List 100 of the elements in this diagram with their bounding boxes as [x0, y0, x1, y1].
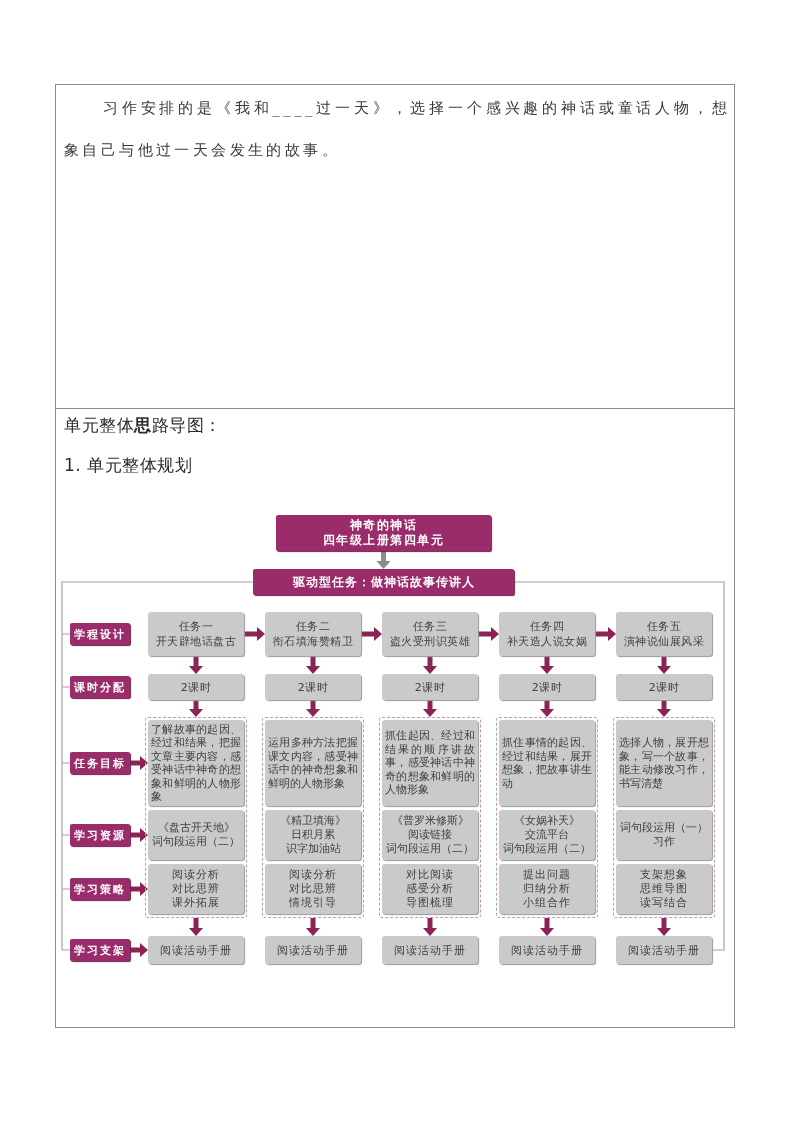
list-item: 归纳分析 [523, 882, 571, 896]
block-arrow [540, 700, 554, 717]
task-box [499, 612, 595, 656]
strategy-box [499, 864, 595, 914]
task-number: 任务二 [295, 619, 331, 634]
block-arrow [130, 882, 148, 896]
strategy-box [616, 864, 712, 914]
hours-box: 2课时 [499, 674, 595, 700]
list-item: 词句段运用（二） [503, 842, 591, 856]
resource-box [265, 810, 361, 860]
hours-box: 2课时 [616, 674, 712, 700]
task-name: 盗火受刑识英雄 [389, 634, 471, 649]
list-item: 《女娲补天》 [514, 814, 580, 828]
hours-box: 2课时 [148, 674, 244, 700]
task-name: 开天辟地话盘古 [155, 634, 237, 649]
dashed-frame [145, 717, 247, 918]
paragraph: 习作安排的是《我和____过一天》，选择一个感兴趣的神话或童话人物，想象自己与他过一天会发生的故事。 [64, 98, 730, 161]
list-item: 《盘古开天地》 [157, 821, 235, 835]
block-arrow [130, 943, 148, 957]
goal-box: 抓住起因、经过和结果的顺序讲故事，感受神话中神奇的想象和鲜明的人物形象 [382, 720, 478, 806]
row-label: 任务目标 [70, 752, 130, 774]
block-arrow [657, 656, 671, 674]
list-item: 《精卫填海》 [280, 814, 346, 828]
block-arrow [376, 551, 391, 569]
block-arrow [189, 700, 203, 717]
resource-box [148, 810, 244, 860]
list-item: 思维导图 [640, 882, 688, 896]
list-item: 情境引导 [289, 896, 337, 910]
list-item: 词句段运用（二） [152, 835, 240, 849]
block-arrow [244, 627, 265, 641]
task-box [382, 612, 478, 656]
task-box [265, 612, 361, 656]
list-item: 识字加油站 [285, 842, 341, 856]
list-item: 阅读分析 [289, 868, 337, 882]
scaffold-box: 阅读活动手册 [499, 936, 595, 964]
list-item: 对比思辨 [172, 882, 220, 896]
block-arrow [361, 627, 382, 641]
list-item: 日积月累 [291, 828, 335, 842]
connector-line [61, 581, 254, 951]
block-arrow [423, 918, 437, 936]
row-label: 课时分配 [70, 676, 130, 698]
resource-box [616, 810, 712, 860]
subtitle-text: 四年级上册第四单元 [322, 533, 445, 548]
list-item: 导图梳理 [406, 896, 454, 910]
hours-box: 2课时 [265, 674, 361, 700]
dashed-frame [496, 717, 598, 918]
goal-box: 了解故事的起因、经过和结果，把握文章主要内容，感受神话中神奇的想象和鲜明的人物形象 [148, 720, 244, 806]
list-item: 词句段运用（二） [386, 842, 474, 856]
section-heading: 单元整体思路导图： [64, 414, 223, 437]
list-item: 对比思辨 [289, 882, 337, 896]
list-item: 习作 [653, 835, 675, 849]
list-item: 支架想象 [640, 868, 688, 882]
strategy-box [148, 864, 244, 914]
dashed-frame [379, 717, 481, 918]
block-arrow [540, 918, 554, 936]
goal-box: 选择人物，展开想象，写一个故事，能主动修改习作，书写清楚 [616, 720, 712, 806]
row-label: 学习支架 [70, 939, 130, 961]
list-item: 课外拓展 [172, 896, 220, 910]
block-arrow [130, 756, 148, 770]
goal-box: 抓住事情的起因、经过和结果，展开想象，把故事讲生动 [499, 720, 595, 806]
list-item: 阅读链接 [408, 828, 452, 842]
title-text: 神奇的神话 [349, 518, 418, 533]
resource-box [382, 810, 478, 860]
list-item: 交流平台 [525, 828, 569, 842]
title-box [276, 515, 491, 551]
numbered-heading: 1. 单元整体规划 [64, 454, 194, 477]
strategy-box [265, 864, 361, 914]
row-label: 学习策略 [70, 878, 130, 900]
resource-box [499, 810, 595, 860]
block-arrow [306, 700, 320, 717]
block-arrow [540, 656, 554, 674]
task-box [148, 612, 244, 656]
block-arrow [423, 700, 437, 717]
task-banner: 驱动型任务：做神话故事传讲人 [253, 569, 514, 595]
list-item: 词句段运用（一） [620, 821, 708, 835]
list-item: 感受分析 [406, 882, 454, 896]
task-name: 补天造人说女娲 [506, 634, 588, 649]
dashed-frame [613, 717, 715, 918]
block-arrow [657, 700, 671, 717]
block-arrow [306, 918, 320, 936]
block-arrow [189, 918, 203, 936]
block-arrow [189, 656, 203, 674]
block-arrow [595, 627, 616, 641]
task-number: 任务四 [529, 619, 565, 634]
scaffold-box: 阅读活动手册 [148, 936, 244, 964]
task-number: 任务五 [646, 619, 682, 634]
block-arrow [478, 627, 499, 641]
list-item: 阅读分析 [172, 868, 220, 882]
row-label: 学习资源 [70, 824, 130, 846]
dashed-frame [262, 717, 364, 918]
task-number: 任务三 [412, 619, 448, 634]
scaffold-box: 阅读活动手册 [265, 936, 361, 964]
row-label: 学程设计 [70, 623, 130, 645]
list-item: 对比阅读 [406, 868, 454, 882]
block-arrow [423, 656, 437, 674]
scaffold-box: 阅读活动手册 [382, 936, 478, 964]
list-item: 提出问题 [523, 868, 571, 882]
scaffold-box: 阅读活动手册 [616, 936, 712, 964]
task-name: 演神说仙展风采 [623, 634, 705, 649]
task-number: 任务一 [178, 619, 214, 634]
